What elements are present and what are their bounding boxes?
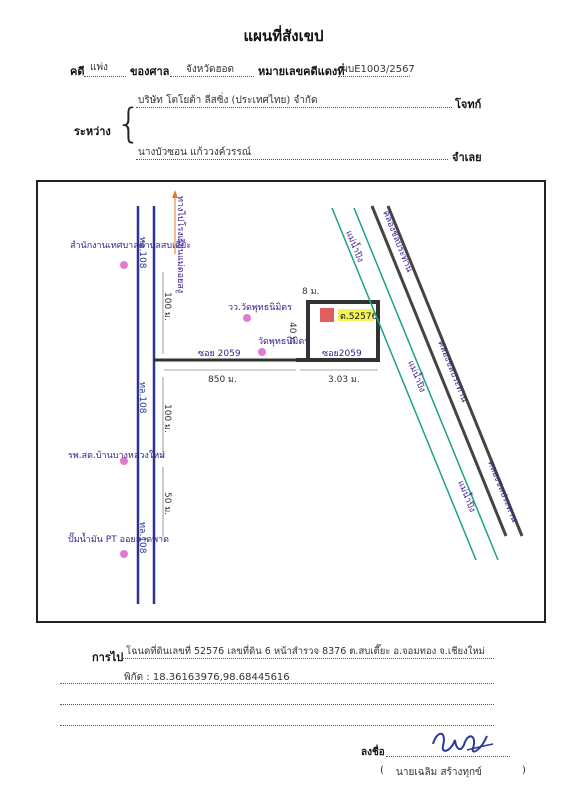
landmark-label-1: สำนักงานเทศบาลตำบลสบเตี๊ยะ	[70, 238, 191, 251]
temple-label-2: วัดพุทธนิมิตร	[258, 336, 309, 347]
soi-label-1: ซอย 2059	[198, 349, 241, 359]
dotted-line	[60, 704, 494, 705]
dotted-line	[136, 159, 448, 160]
dotted-line	[60, 683, 494, 684]
dotted-line	[84, 76, 126, 77]
defendant-name: นางบัวซอน แก้ววงค์วรรณ์	[138, 147, 252, 158]
highway-label-1: ทล.108	[137, 237, 147, 269]
defendant-role: จำเลย	[452, 151, 482, 164]
landmark-label-2: รพ.สต.บ้านบางหลวงใหม่	[68, 450, 165, 461]
river-line	[353, 207, 499, 561]
dotted-line	[60, 725, 494, 726]
black-case-label: หมายเลขคดีแดงที่	[258, 65, 345, 78]
map-canvas: ทล.108 ทล.108 ทล.108 ทางไปโรงเรียนแม่ดอย…	[68, 190, 524, 604]
soi-label-2: ซอย2059	[322, 349, 362, 359]
temple-marker	[243, 314, 251, 322]
sign-label: ลงชื่อ	[361, 747, 385, 758]
landmark-marker	[120, 550, 128, 558]
dotted-line	[338, 76, 410, 77]
signer-open-paren: (	[380, 765, 384, 776]
signer-close-paren: )	[522, 765, 526, 776]
plaintiff-role: โจทก์	[455, 98, 482, 111]
page-title: แผนที่สังเขป	[243, 27, 324, 45]
highway-label-2: ทล.108	[137, 382, 147, 414]
plot-label: ต.52576	[340, 312, 378, 322]
distance-label-5: 50 ม.	[162, 492, 172, 515]
temple-marker	[258, 348, 266, 356]
canal-line	[370, 205, 508, 537]
landmark-label-3: ปั๊มน้ำมัน PT ออยลาดพาด	[68, 532, 169, 545]
case-label: คดี	[70, 65, 85, 78]
landmark-marker	[120, 457, 128, 465]
coordinates-text: พิกัด : 18.36163976,98.68445616	[124, 672, 290, 683]
goto-label: การไป	[92, 651, 124, 664]
court-name: จังหวัดฮอด	[186, 64, 235, 75]
goto-text: โฉนดที่ดินเลขที่ 52576 เลขที่ดิน 6 หน้าส…	[126, 646, 485, 657]
north-direction-label: ทางไปโรงเรียนแม่ดอยสงู	[175, 196, 186, 293]
signature-image	[432, 732, 494, 753]
plot-highlight	[338, 309, 374, 321]
river-line	[331, 207, 477, 561]
plaintiff-name: บริษัท โตโยต้า ลีสซิ่ง (ประเทศไทย) จำกัด	[138, 95, 318, 106]
plot-marker	[320, 308, 334, 322]
distance-label-1: 850 ม.	[208, 375, 237, 385]
distance-label-6: 40 ม.	[287, 322, 297, 345]
between-label: ระหว่าง	[74, 125, 111, 138]
soi-road-loop	[296, 300, 380, 362]
dotted-line	[386, 756, 510, 757]
canal-line	[386, 205, 524, 537]
distance-label-2: 3.03 ม.	[328, 375, 360, 385]
court-label: ของศาล	[130, 65, 170, 78]
distance-label-3: 100 ม.	[162, 292, 172, 321]
temple-label-1: วว.วัดพุทธนิมิตร	[228, 302, 292, 313]
signer-name: นายเฉลิม สร้างทุกข์	[396, 767, 482, 778]
distance-label-7: 8 ม.	[302, 287, 319, 297]
case-type: แพ่ง	[90, 62, 108, 73]
arrow-up-icon	[172, 190, 178, 198]
dotted-line	[122, 658, 494, 659]
canal-label-3: คลองชลประทาน	[485, 459, 519, 523]
dotted-line	[136, 107, 452, 108]
highway-label-3: ทล.108	[137, 522, 147, 554]
dotted-line	[170, 76, 254, 77]
distance-label-4: 100 ม.	[162, 404, 172, 433]
landmark-marker	[120, 261, 128, 269]
sketch-map: ทล.108 ทล.108 ทล.108 ทางไปโรงเรียนแม่ดอย…	[36, 180, 546, 623]
brace-icon: {	[116, 101, 142, 147]
black-case-number: ผบE1003/2567	[342, 64, 415, 75]
